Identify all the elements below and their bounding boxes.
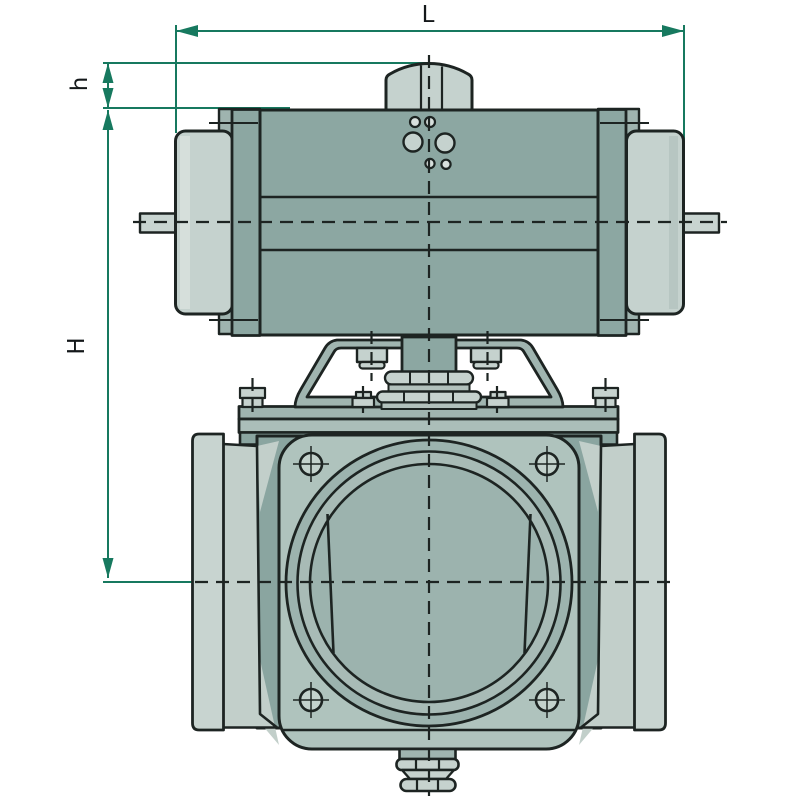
- ball-edge-right: [523, 513, 532, 654]
- right-pipe-flange: [633, 432, 667, 732]
- dim-label-L: L: [422, 2, 435, 28]
- corner-gusset: [579, 441, 601, 512]
- right-end-cap-shade: [669, 136, 678, 309]
- dimension-annotations: L h H: [64, 2, 685, 583]
- arrow-up-icon: [102, 110, 114, 130]
- actuator-mounting-bracket: [238, 335, 620, 410]
- arrow-down-icon: [102, 558, 114, 578]
- bolt-hole-crosshairs: [293, 446, 565, 718]
- bracket-strap: [293, 338, 565, 409]
- centerlines: [133, 55, 727, 796]
- arrow-up-icon: [102, 63, 114, 83]
- arrow-right-icon: [662, 25, 684, 37]
- arrow-down-icon: [102, 88, 114, 108]
- drain-plug: [395, 747, 460, 793]
- dim-label-h: h: [67, 77, 93, 92]
- dim-label-H: H: [64, 337, 90, 354]
- corner-gusset: [257, 441, 279, 512]
- arrow-left-icon: [176, 25, 198, 37]
- ball-edge-left: [326, 513, 335, 654]
